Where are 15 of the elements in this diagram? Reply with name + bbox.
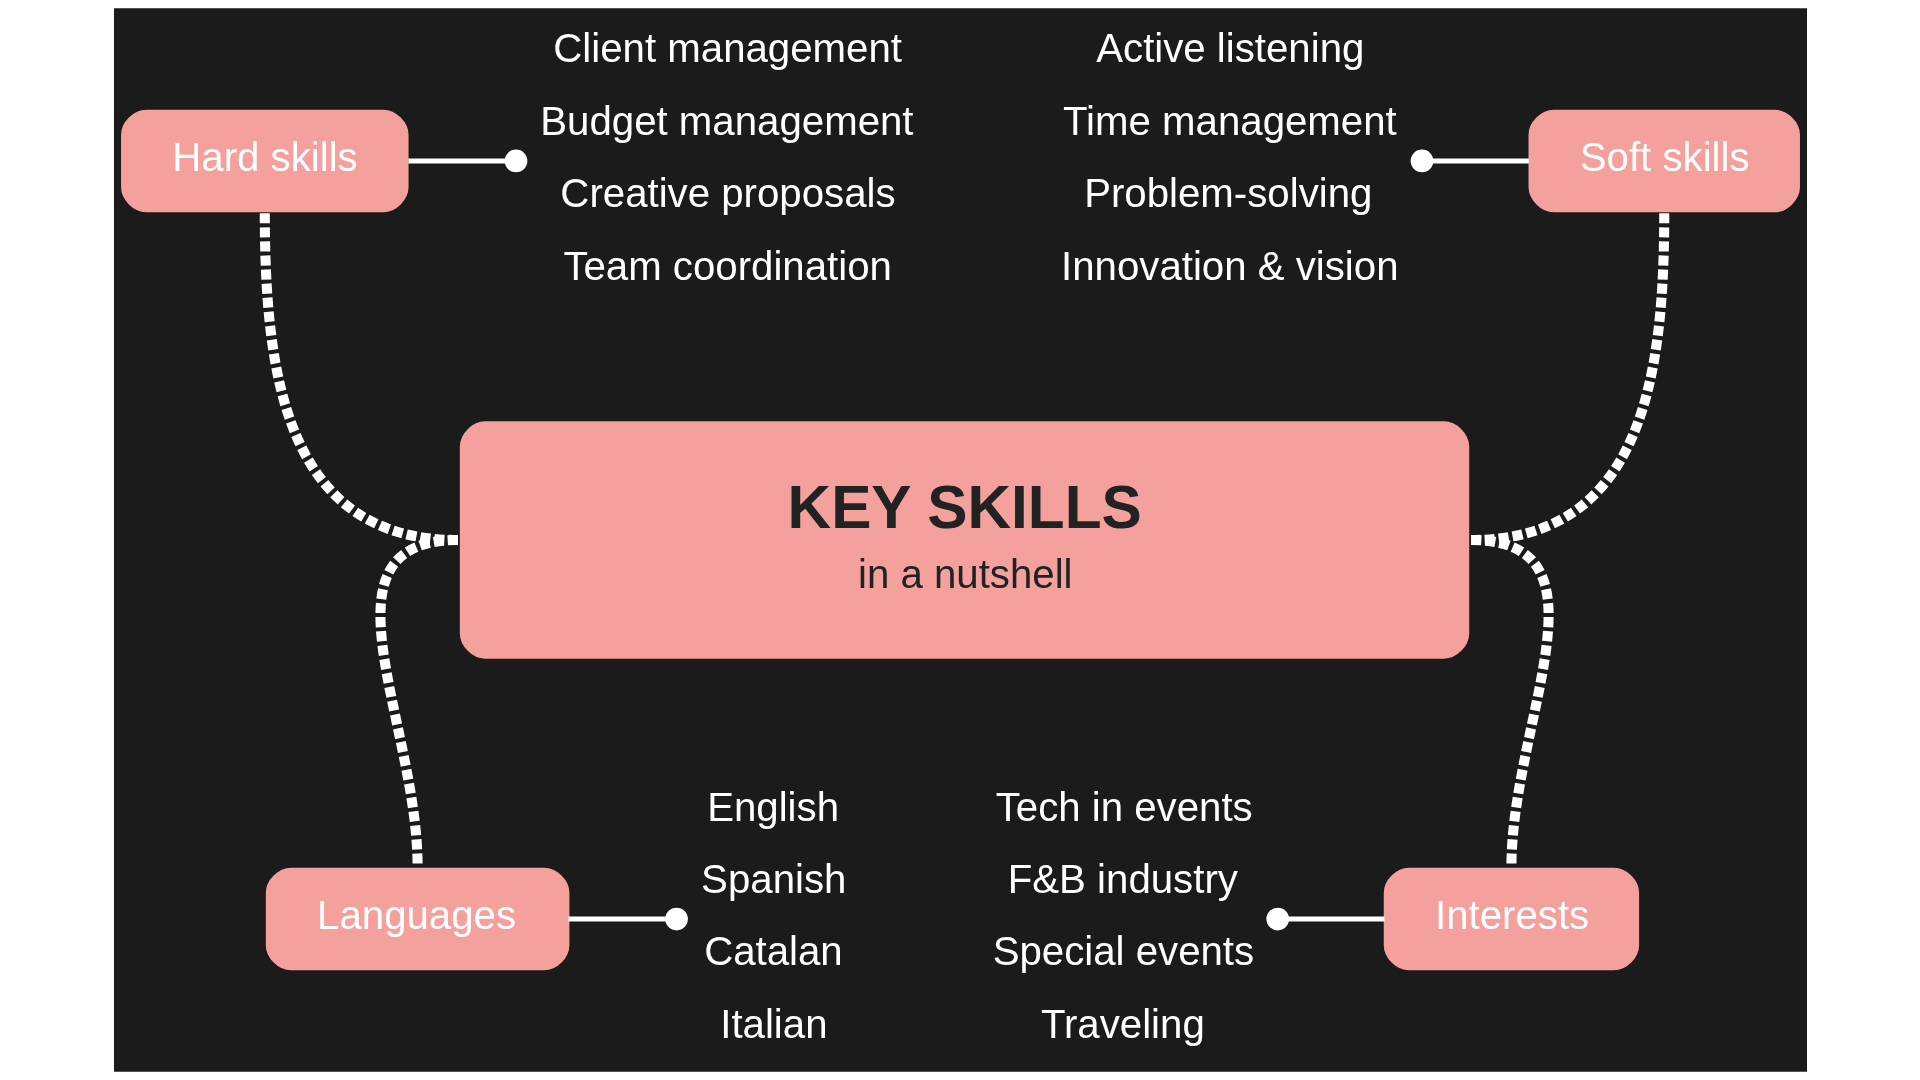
node-box: Soft skills (1528, 109, 1800, 213)
node-text: Client management Budget management Creative proposals Team coordination (539, 26, 914, 289)
connector (407, 149, 527, 173)
connector (374, 535, 458, 867)
node-box: Interests (1383, 867, 1639, 971)
connector (567, 907, 688, 931)
node-box: Languages (265, 867, 569, 971)
node-box: KEY SKILLS in a nutshell (459, 421, 1469, 659)
node-box: Hard skills (120, 109, 409, 213)
connector (1470, 535, 1554, 867)
connector (1265, 907, 1384, 931)
node-text: English Spanish Catalan Italian (700, 784, 846, 1047)
node-text: Tech in events F&B industry Special events Traveling (992, 784, 1254, 1047)
connector (1410, 149, 1529, 173)
node-text: Active listening Time management Problem-solving Innovation & vision (1060, 26, 1398, 289)
